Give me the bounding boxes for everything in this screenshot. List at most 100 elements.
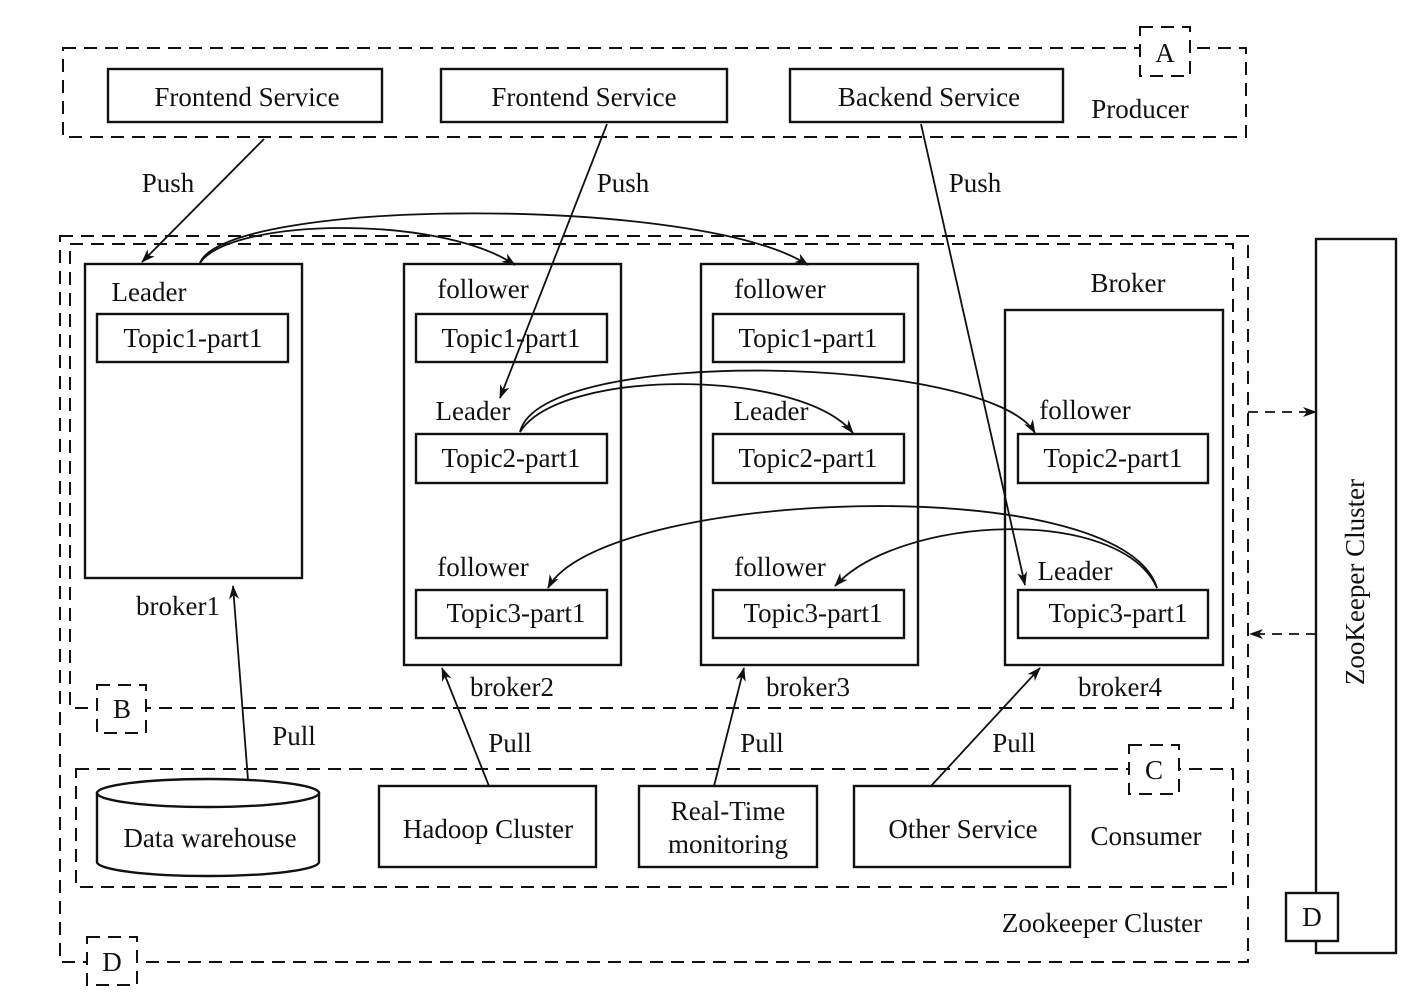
broker3-partition-2-box [711,432,906,485]
data-warehouse-top [95,777,321,809]
pull-arrow-real-time [713,667,746,787]
broker2-name: broker2 [470,672,554,702]
broker2-partition-1-label: Topic1-part1 [441,323,580,353]
broker3-role-3: follower [734,552,825,582]
data-warehouse-body [95,791,321,878]
zookeeper-side-tag: D [1302,902,1322,932]
push-label-1: Push [142,168,195,198]
producer-label: Producer [1091,94,1188,124]
broker2-partition-1-box [414,312,609,364]
broker1-partition-1-label: Topic1-part1 [123,323,262,353]
broker2-role-1: follower [437,274,528,304]
broker2-partition-3-label: Topic3-part1 [446,598,585,628]
zookeeper-side-label: ZooKeeper Cluster [1340,479,1370,685]
producer-tag-box [1139,26,1191,77]
other-service-box [852,784,1072,869]
broker3-partition-3-box [711,588,906,640]
push-arrow-frontend-2 [499,123,608,399]
broker2-partition-3-box [414,588,609,640]
pull-arrow-hadoop [441,667,490,787]
pull-label-2: Pull [488,728,532,758]
broker1-role-1: Leader [112,277,187,307]
frontend-service-2-label: Frontend Service [491,82,676,112]
data-warehouse-cylinder: Data warehouse [95,777,321,878]
backend-service-box [788,67,1065,124]
replication-topic1-to-broker2 [199,227,516,266]
broker3-role-2: Leader [734,396,809,426]
push-label-3: Push [949,168,1002,198]
frontend-service-2-box [439,67,729,124]
real-time-monitoring-line-1: Real-Time [671,796,786,826]
pull-label-3: Pull [740,728,784,758]
zookeeper-side-box [1314,237,1398,955]
broker-group-label: Broker [1091,268,1166,298]
broker2-role-2: Leader [436,396,511,426]
consumer-tag: C [1145,755,1163,785]
frontend-service-1-label: Frontend Service [154,82,339,112]
broker2-role-3: follower [437,552,528,582]
replication-topic1-to-broker3 [199,212,809,266]
broker-group: B Broker Leader Topic1-part1 broker1 fol… [69,243,1234,734]
pull-arrows: Pull Pull Pull Pull [229,585,1041,787]
consumer-group: C Consumer Data warehouse Hadoop Cluster… [75,744,1234,888]
broker1: Leader Topic1-part1 broker1 [83,262,304,621]
broker4-partition-1-label: Topic2-part1 [1043,443,1182,473]
broker3-partition-1-label: Topic1-part1 [738,323,877,353]
replication-topic3-to-broker2 [547,505,1158,589]
data-warehouse-label: Data warehouse [123,823,296,853]
producer-group: A Producer Frontend Service Frontend Ser… [62,26,1247,138]
pull-arrow-other-service [930,667,1041,787]
broker1-name: broker1 [136,591,220,621]
pull-label-1: Pull [272,721,316,751]
zookeeper-dashed-boundary [59,235,1249,963]
producer-tag: A [1155,38,1175,68]
consumer-tag-box [1128,744,1180,795]
frontend-service-1-box [106,67,384,124]
zookeeper-tag-box [86,936,138,986]
broker-dashed-boundary [69,243,1234,709]
broker4-role-2: Leader [1038,556,1113,586]
push-arrows: Push Push Push [141,123,1028,586]
broker3-name: broker3 [766,672,850,702]
broker3: follower Topic1-part1 Leader Topic2-part… [699,262,920,702]
zookeeper-label: Zookeeper Cluster [1002,908,1202,938]
replication-topic3-to-broker3 [834,528,1158,589]
broker-tag-box [96,684,147,734]
broker1-box [83,262,304,580]
consumer-dashed-boundary [75,768,1234,888]
broker-tag: B [113,694,131,724]
hadoop-cluster-box [377,784,598,869]
broker3-partition-2-label: Topic2-part1 [738,443,877,473]
broker2-partition-2-box [414,432,609,485]
hadoop-cluster-label: Hadoop Cluster [403,814,573,844]
replication-topic2-to-broker4 [519,369,1036,434]
zookeeper-tag: D [102,947,122,977]
real-time-monitoring-line-2: monitoring [668,829,788,859]
replication-arrows [199,212,1158,589]
zookeeper-side-panel: ZooKeeper Cluster D [1248,237,1398,955]
other-service-label: Other Service [888,814,1037,844]
broker2: follower Topic1-part1 Leader Topic2-part… [402,262,623,702]
broker2-partition-2-label: Topic2-part1 [441,443,580,473]
broker3-role-1: follower [734,274,825,304]
broker3-partition-3-label: Topic3-part1 [743,598,882,628]
push-arrow-frontend-1 [141,138,265,263]
broker4: follower Topic2-part1 Leader Topic3-part… [1003,308,1225,702]
pull-arrow-data-warehouse [229,585,249,781]
pull-label-4: Pull [992,728,1036,758]
producer-dashed-boundary [62,47,1247,138]
broker4-partition-2-box [1016,588,1210,640]
broker3-partition-1-box [711,312,906,364]
push-arrow-backend [920,123,1028,586]
broker4-partition-2-label: Topic3-part1 [1048,598,1187,628]
broker4-role-1: follower [1039,395,1130,425]
consumer-label: Consumer [1091,821,1202,851]
broker4-name: broker4 [1078,672,1162,702]
replication-topic2-to-broker3 [519,383,854,434]
real-time-monitoring-box [637,784,819,869]
broker4-partition-1-box [1016,432,1210,485]
backend-service-label: Backend Service [838,82,1020,112]
zookeeper-side-tag-box [1284,891,1340,943]
broker1-partition-1-box [95,312,290,364]
